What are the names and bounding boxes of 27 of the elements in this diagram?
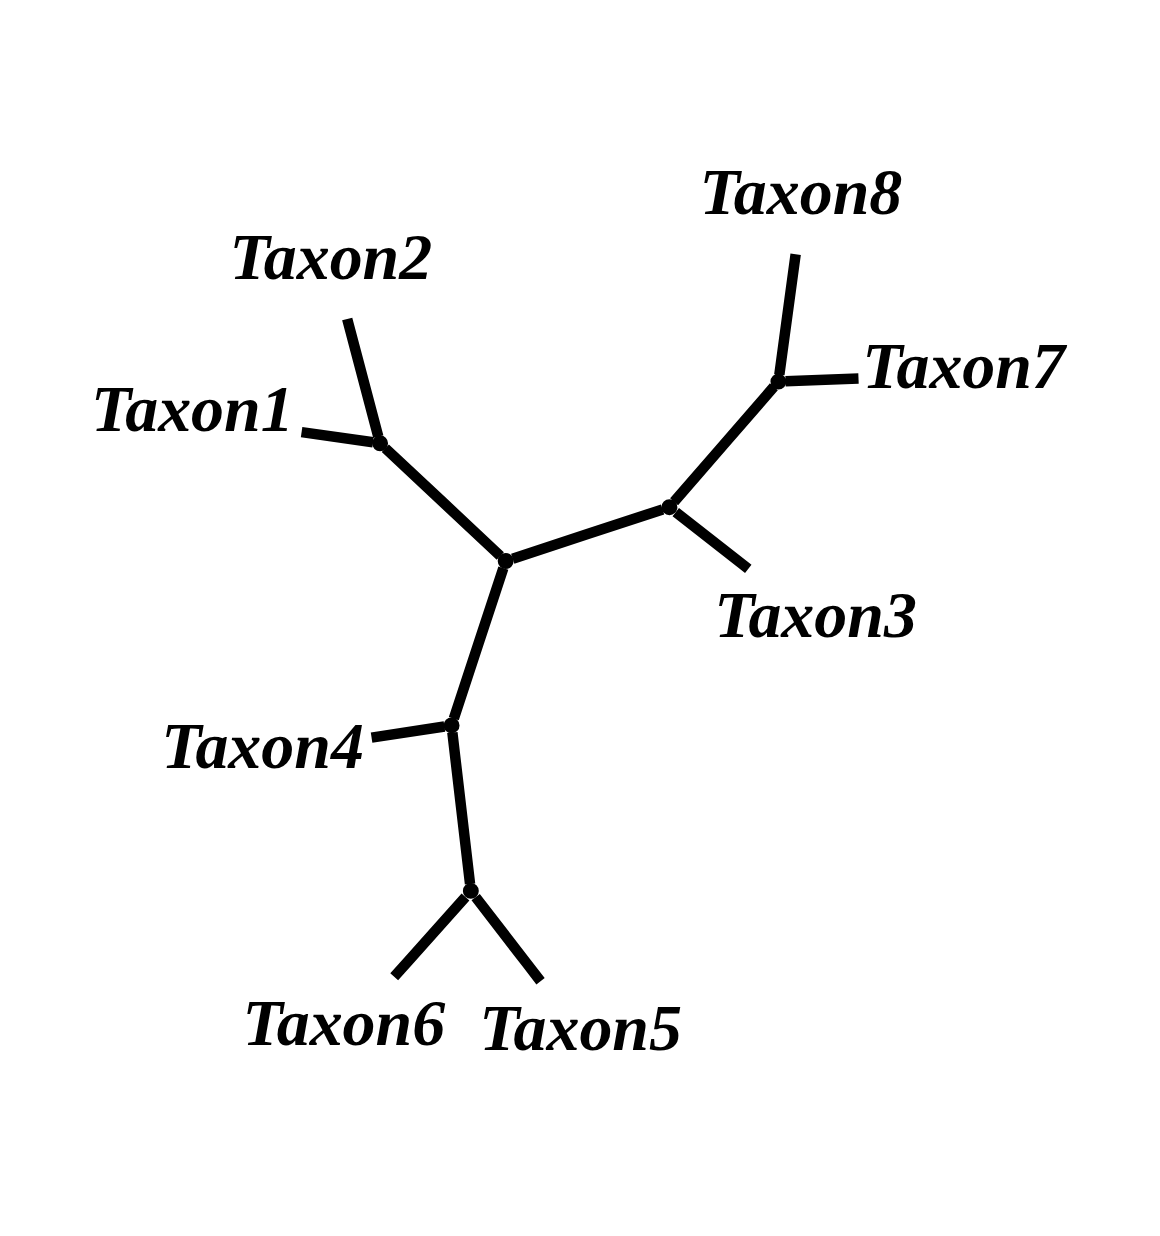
connector <box>370 721 446 743</box>
connector <box>511 504 665 564</box>
node-point <box>443 717 460 734</box>
connector <box>471 893 545 985</box>
node-point <box>770 373 787 390</box>
node-point <box>462 882 479 899</box>
connector <box>381 444 504 560</box>
connector <box>447 731 476 885</box>
node-text: Taxon2 <box>229 219 433 293</box>
node-point <box>497 553 514 569</box>
node-text: Taxon7 <box>862 329 1065 403</box>
connector <box>390 893 470 981</box>
node-text: Taxon5 <box>479 990 683 1064</box>
node-text: Taxon3 <box>714 577 917 651</box>
connector <box>342 317 384 438</box>
connector <box>670 383 778 506</box>
connector <box>785 373 859 387</box>
node-point <box>372 435 389 452</box>
node-text: Taxon6 <box>242 985 446 1059</box>
connector <box>448 566 509 721</box>
node-text: Taxon1 <box>90 371 294 445</box>
node-text: Taxon8 <box>699 154 903 228</box>
connector <box>300 426 374 448</box>
connector <box>774 253 801 376</box>
connector <box>672 508 752 573</box>
node-text: Taxon4 <box>161 708 364 782</box>
node-point <box>661 499 678 516</box>
